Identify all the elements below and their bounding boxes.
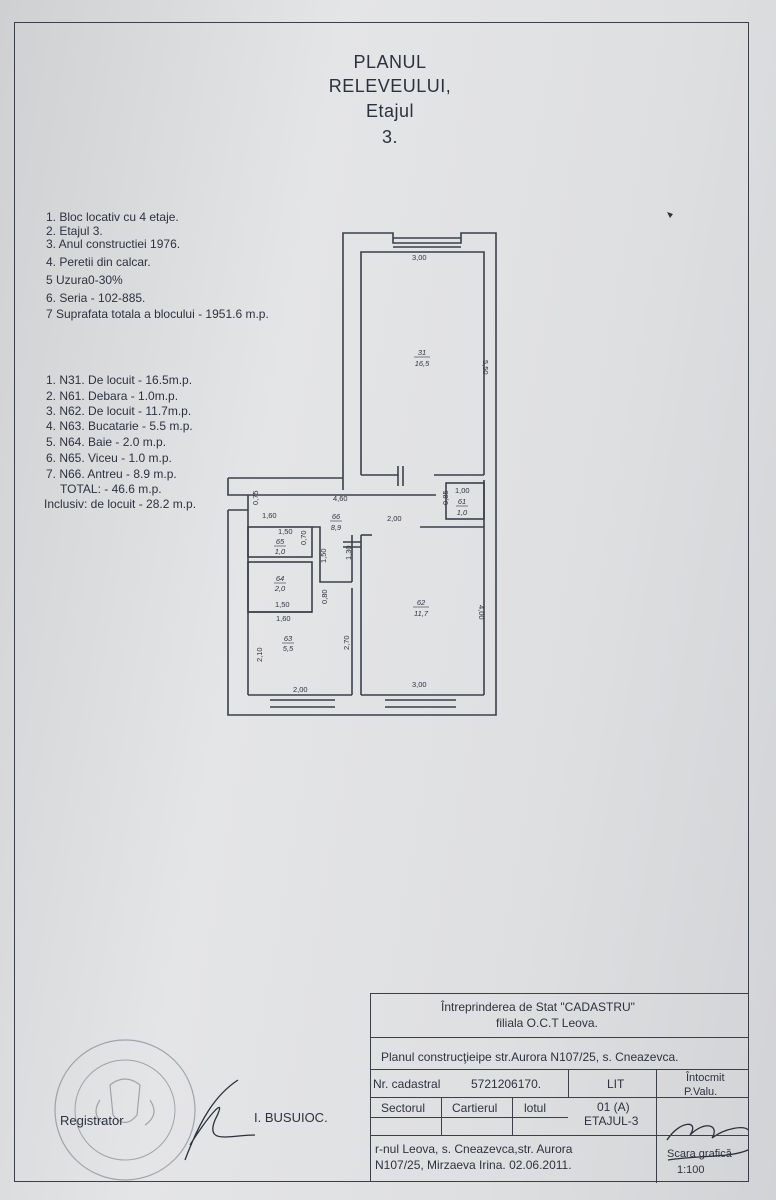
tb-org-1: Întreprinderea de Stat "CADASTRU" — [441, 1000, 635, 1014]
dim-460: 4,60 — [333, 494, 348, 503]
dim-200: 2,00 — [387, 514, 402, 523]
room-66-num: 66 — [332, 512, 341, 521]
room-64-area: 2,0 — [274, 584, 286, 593]
room-31-num: 31 — [418, 348, 426, 357]
tb-etaj: ETAJUL-3 — [584, 1114, 639, 1128]
tb-scara-label: Scara grafică — [667, 1148, 732, 1160]
registrator-label: Registrator — [60, 1113, 124, 1128]
dim-150a: 1,50 — [278, 527, 293, 536]
tb-cartierul: Cartierul — [452, 1101, 498, 1115]
dim-300b: 3,00 — [412, 680, 427, 689]
dim-300-top: 3,00 — [412, 253, 427, 262]
registrator-name: I. BUSUIOC. — [254, 1110, 328, 1125]
title-line-2: RELEVEULUI, — [328, 76, 452, 96]
tb-nr-value: 5721206170. — [471, 1077, 542, 1091]
room-66-area: 8,9 — [331, 523, 342, 532]
title-block: Întreprinderea de Stat "CADASTRU" filial… — [370, 993, 749, 1183]
room-line: 3. N62. De locuit - 11.7m.p. — [46, 404, 192, 418]
tb-nr-label: Nr. cadastral — [373, 1077, 441, 1091]
room-65-num: 65 — [276, 537, 285, 546]
tb-lit: LIT — [607, 1077, 625, 1091]
room-64-num: 64 — [276, 574, 284, 583]
room-line: 1. N31. De locuit - 16.5m.p. — [46, 373, 193, 387]
dim-150b: 1,50 — [319, 548, 328, 563]
ink-mark — [667, 212, 673, 218]
dim-200b: 2,00 — [293, 685, 308, 694]
tb-lotul: lotul — [524, 1101, 547, 1115]
room-line: 2. N61. Debara - 1.0m.p. — [46, 389, 179, 403]
room-line: 6. N65. Viceu - 1.0 m.p. — [46, 451, 172, 465]
title-line-1: PLANUL — [353, 52, 427, 72]
dim-150c: 1,50 — [275, 600, 290, 609]
info-line: 4. Peretii din calcar. — [46, 255, 151, 269]
plan-labels: 3,00 5,50 4,60 1,60 0,75 2,00 1,00 0,85 … — [251, 253, 490, 694]
dim-130: 1,30 — [344, 545, 353, 560]
dim-075: 0,75 — [251, 490, 260, 505]
room-labels: 31 16,5 61 1,0 66 8,9 65 1,0 64 2,0 62 1… — [274, 348, 468, 653]
room-62-num: 62 — [417, 598, 426, 607]
room-63-area: 5,5 — [283, 644, 294, 653]
dim-085: 0,85 — [441, 490, 450, 505]
info-line: 3. Anul constructiei 1976. — [46, 237, 181, 251]
dim-550: 5,50 — [481, 360, 490, 375]
info-line: 1. Bloc locativ cu 4 etaje. — [46, 210, 179, 224]
registrator-signature — [184, 1079, 256, 1161]
rooms-list: 1. N31. De locuit - 16.5m.p. 2. N61. Deb… — [44, 373, 197, 512]
title-line-4: 3. — [381, 127, 398, 147]
tb-intocmit: Întocmit — [686, 1072, 725, 1084]
dim-100: 1,00 — [455, 486, 470, 495]
tb-sectorul: Sectorul — [381, 1101, 426, 1115]
room-line: 4. N63. Bucatarie - 5.5 m.p. — [46, 419, 193, 433]
official-seal — [54, 1039, 196, 1181]
room-63-num: 63 — [284, 634, 293, 643]
info-line: 7 Suprafata totala a blocului - 1951.6 m… — [46, 307, 269, 321]
dim-400: 4,00 — [477, 605, 486, 620]
tb-scara-value: 1:100 — [677, 1164, 705, 1176]
tb-lit-value: 01 (A) — [597, 1100, 630, 1114]
total-line: TOTAL: - 46.6 m.p. — [60, 482, 162, 496]
tb-planul: Planul construcţieipe str.Aurora N107/25… — [381, 1050, 679, 1064]
room-61-num: 61 — [458, 497, 466, 506]
tb-planul-row: Planul construcţieipe str.Aurora N107/25… — [371, 1037, 748, 1070]
title-line-3: Etajul — [365, 101, 415, 121]
room-62-area: 11,7 — [414, 609, 429, 618]
room-line: 7. N66. Antreu - 8.9 m.p. — [46, 467, 177, 481]
inclusiv-line: Inclusiv: de locuit - 28.2 m.p. — [44, 497, 197, 511]
author-signature — [666, 1123, 749, 1161]
tb-address-2: N107/25, Mirzaeva Irina. 02.06.2011. — [375, 1158, 572, 1172]
room-61-area: 1,0 — [457, 508, 468, 517]
room-31-area: 16,5 — [415, 359, 430, 368]
tb-intocmit-name: P.Valu. — [684, 1086, 718, 1098]
dim-160b: 1,60 — [276, 614, 291, 623]
dim-210: 2,10 — [255, 647, 264, 662]
tb-nr-row: Nr. cadastral 5721206170. LIT Întocmit P… — [371, 1069, 748, 1175]
room-line: 5. N64. Baie - 2.0 m.p. — [46, 435, 167, 449]
tb-sector-row: Sectorul Cartierul lotul — [371, 1097, 568, 1135]
tb-org-row: Întreprinderea de Stat "CADASTRU" filial… — [371, 994, 748, 1038]
room-65-area: 1,0 — [275, 547, 286, 556]
dim-270: 2,70 — [342, 635, 351, 650]
plan-walls — [227, 232, 497, 716]
dim-160: 1,60 — [262, 511, 277, 520]
info-line: 6. Seria - 102-885. — [46, 291, 146, 305]
tb-address-1: r-nul Leova, s. Cneazevca,str. Aurora — [375, 1142, 573, 1156]
dim-070: 0,70 — [299, 530, 308, 545]
info-line: 5 Uzura0-30% — [46, 273, 123, 287]
dim-080: 0,80 — [320, 589, 329, 604]
building-info: 1. Bloc locativ cu 4 etaje. 2. Etajul 3.… — [46, 210, 269, 322]
info-line: 2. Etajul 3. — [46, 224, 103, 238]
tb-org-2: filiala O.C.T Leova. — [496, 1016, 598, 1030]
